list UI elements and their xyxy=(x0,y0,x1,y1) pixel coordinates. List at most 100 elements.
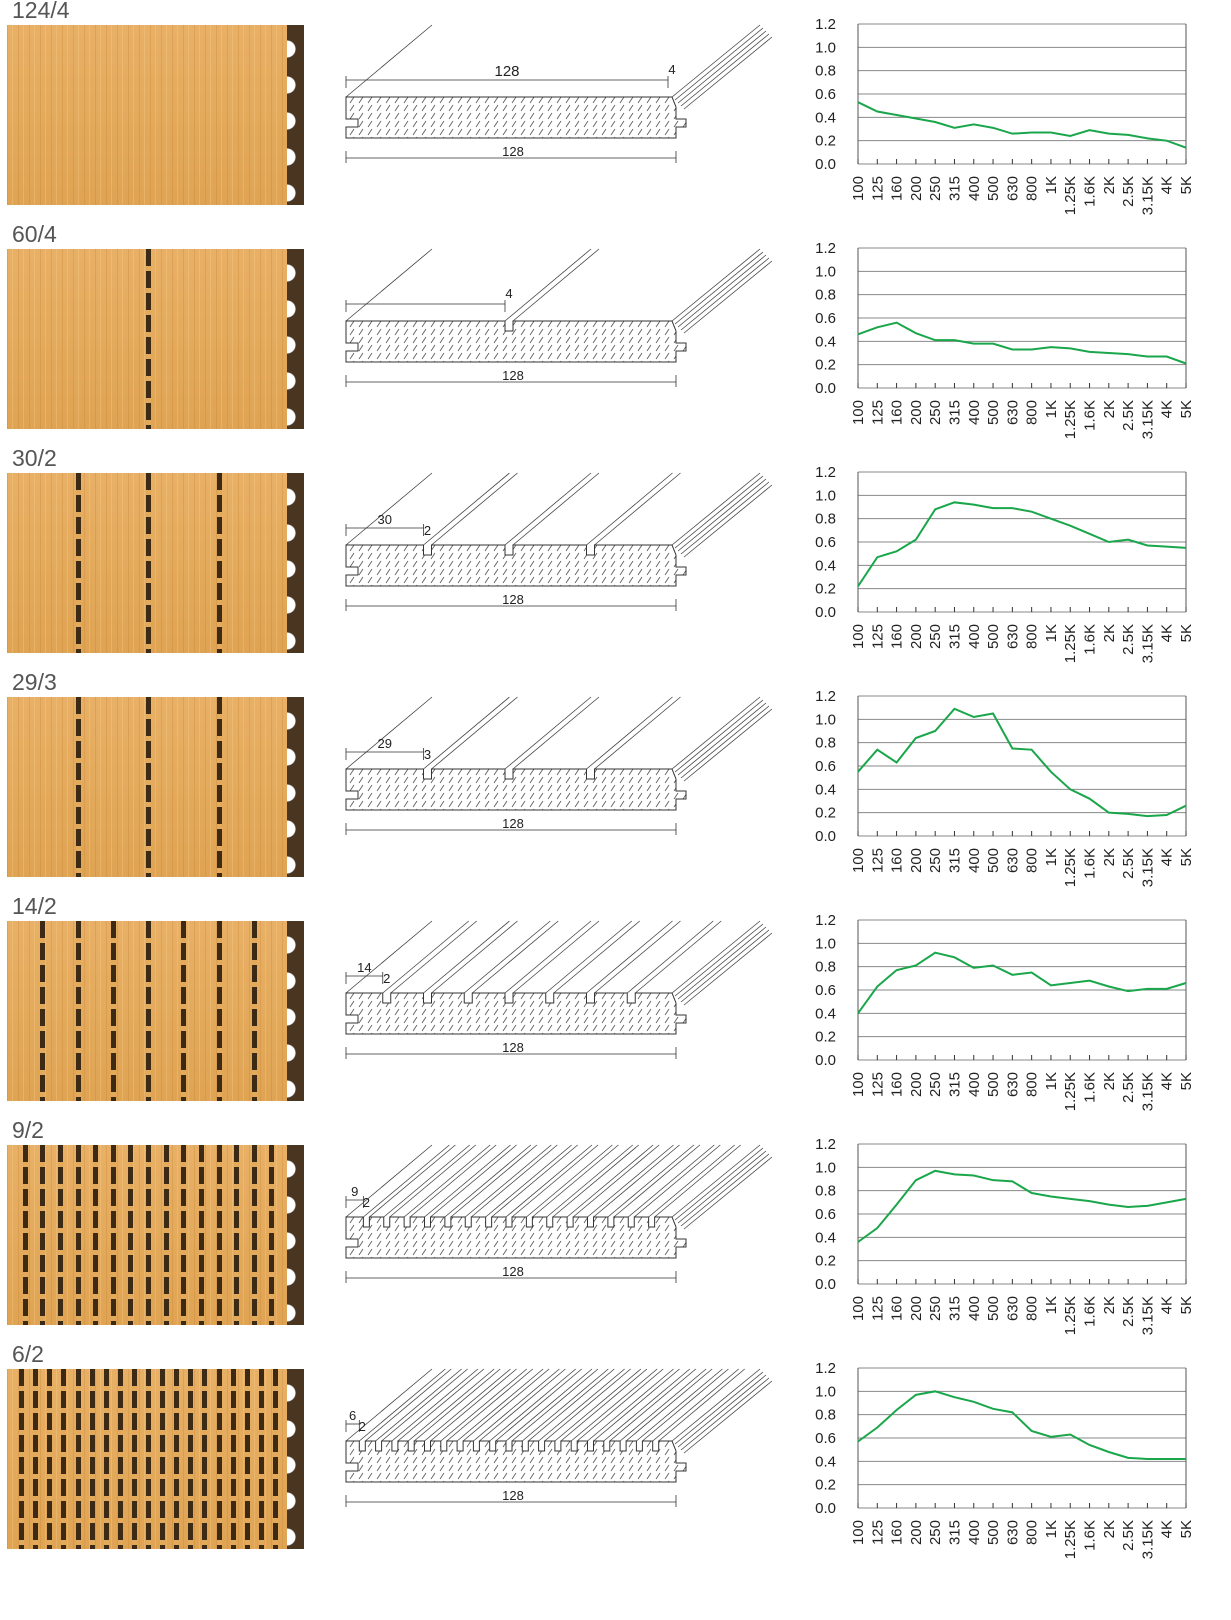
perspective-line xyxy=(619,1368,707,1442)
perspective-line xyxy=(391,1368,479,1442)
x-tick-label: 125 xyxy=(869,1296,886,1321)
panel-groove xyxy=(244,1369,250,1549)
x-tick-label: 2.5K xyxy=(1120,1520,1137,1551)
perspective-line xyxy=(485,1144,572,1218)
x-tick-label: 800 xyxy=(1024,848,1041,873)
perspective-line xyxy=(491,1144,578,1218)
perspective-line xyxy=(407,1368,495,1442)
y-tick-label: 0.2 xyxy=(815,1253,836,1270)
perspective-line xyxy=(634,920,722,994)
y-tick-label: 1.2 xyxy=(815,1360,836,1377)
perspective-line xyxy=(512,472,600,546)
y-tick-label: 1.0 xyxy=(815,935,836,952)
width-dimension: 128 xyxy=(502,1040,524,1055)
perspective-line xyxy=(470,1144,558,1218)
product-label: 60/4 xyxy=(12,221,57,247)
absorption-curve xyxy=(857,707,1187,818)
perspective-line xyxy=(677,30,767,104)
x-tick-label: 800 xyxy=(1024,176,1041,201)
panel-groove xyxy=(110,1145,116,1325)
x-tick-label: 1.25K xyxy=(1062,1520,1079,1559)
x-tick-label: 1K xyxy=(1043,624,1060,642)
x-tick-label: 100 xyxy=(850,1072,867,1097)
groove-width-dimension: 2 xyxy=(359,1419,366,1434)
y-tick-label: 0.0 xyxy=(815,380,836,397)
perspective-line xyxy=(381,1368,468,1442)
perspective-line xyxy=(677,1150,767,1224)
y-tick-label: 0.6 xyxy=(815,1206,836,1223)
perspective-line xyxy=(658,1368,745,1442)
width-dimension: 128 xyxy=(502,144,524,159)
product-label: 6/2 xyxy=(12,1341,44,1367)
x-tick-label: 2.5K xyxy=(1120,624,1137,655)
perspective-line xyxy=(654,1144,741,1218)
x-tick-label: 250 xyxy=(927,848,944,873)
x-tick-label: 1.6K xyxy=(1082,400,1099,431)
perspective-line xyxy=(671,920,761,994)
y-tick-label: 0.4 xyxy=(815,1005,836,1022)
panel-groove xyxy=(251,1145,257,1325)
perspective-line xyxy=(680,481,770,555)
y-tick-label: 1.0 xyxy=(815,263,836,280)
y-tick-label: 0.4 xyxy=(815,781,836,798)
perspective-line xyxy=(450,1144,538,1218)
product-label: 14/2 xyxy=(12,893,57,919)
x-tick-label: 400 xyxy=(966,1296,983,1321)
perspective-line xyxy=(674,699,764,773)
x-tick-label: 1.6K xyxy=(1082,1296,1099,1327)
width-dimension: 128 xyxy=(502,1264,524,1279)
panel-groove xyxy=(33,1369,39,1549)
perspective-line xyxy=(566,1144,654,1218)
x-tick-label: 5K xyxy=(1178,176,1195,194)
pitch-dimension: 9 xyxy=(351,1184,358,1199)
perspective-line xyxy=(671,248,761,322)
groove-width-dimension: 2 xyxy=(383,971,390,986)
x-tick-label: 160 xyxy=(889,848,906,873)
perspective-line xyxy=(587,1144,674,1218)
panel-groove xyxy=(40,1145,46,1325)
panel-groove xyxy=(251,921,257,1101)
x-tick-label: 4K xyxy=(1159,624,1176,642)
x-tick-label: 500 xyxy=(985,176,1002,201)
x-tick-label: 2K xyxy=(1101,1296,1118,1314)
x-tick-label: 1.6K xyxy=(1082,1520,1099,1551)
perspective-line xyxy=(570,1368,658,1442)
x-tick-label: 1K xyxy=(1043,176,1060,194)
x-tick-label: 2.5K xyxy=(1120,1296,1137,1327)
perspective-line xyxy=(674,923,764,997)
perspective-line xyxy=(431,696,518,770)
perspective-line xyxy=(677,702,767,776)
panel-groove xyxy=(75,1369,81,1549)
x-tick-label: 800 xyxy=(1024,1296,1041,1321)
x-tick-label: 630 xyxy=(1004,1296,1021,1321)
x-tick-label: 2K xyxy=(1101,1520,1118,1538)
x-tick-label: 1K xyxy=(1043,848,1060,866)
panel-cross-section xyxy=(345,768,687,811)
perspective-line xyxy=(505,1368,593,1442)
y-tick-label: 1.0 xyxy=(815,711,836,728)
x-tick-label: 3.15K xyxy=(1139,848,1156,887)
panel-groove xyxy=(202,1369,208,1549)
y-tick-label: 0.4 xyxy=(815,1453,836,1470)
x-tick-label: 200 xyxy=(908,1072,925,1097)
y-tick-label: 1.2 xyxy=(815,240,836,257)
perspective-line xyxy=(603,1368,691,1442)
x-tick-label: 400 xyxy=(966,1072,983,1097)
panel-groove xyxy=(47,1369,53,1549)
x-tick-label: 1.6K xyxy=(1082,1072,1099,1103)
groove-width-dimension: 3 xyxy=(424,747,431,762)
perspective-line xyxy=(383,1144,471,1218)
wood-panel-image xyxy=(7,697,304,877)
x-tick-label: 160 xyxy=(889,176,906,201)
perspective-line xyxy=(544,1368,631,1442)
x-tick-label: 5K xyxy=(1178,1072,1195,1090)
x-tick-label: 3.15K xyxy=(1139,1072,1156,1111)
perspective-line xyxy=(671,472,761,546)
panel-groove xyxy=(89,1369,95,1549)
perspective-line xyxy=(345,1144,433,1218)
perspective-line xyxy=(648,1144,735,1218)
wood-panel-image xyxy=(7,1369,304,1549)
x-tick-label: 630 xyxy=(1004,624,1021,649)
